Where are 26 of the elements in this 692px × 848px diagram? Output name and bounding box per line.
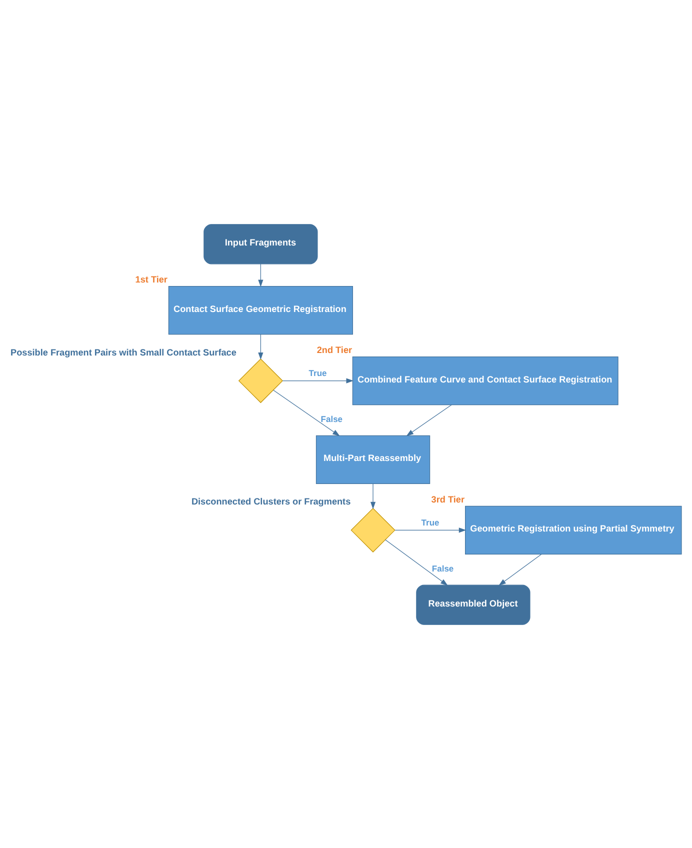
node-box: Geometric Registration using Partial Symmetry: [465, 505, 682, 554]
arrow: [258, 263, 264, 287]
node-label: Disconnected Clusters or Fragments: [191, 496, 351, 506]
node-label: 2nd Tier: [316, 344, 352, 355]
arrow: [394, 527, 466, 532]
edge-label: False: [432, 562, 454, 573]
arrow: [370, 482, 376, 509]
node-box: Multi-Part Reassembly: [316, 434, 430, 484]
arrow: [258, 334, 264, 360]
node-diamond: [350, 507, 396, 552]
node-box: Input Fragments: [204, 224, 318, 264]
node-label: 1st Tier: [135, 274, 168, 284]
edge-label: True: [421, 516, 440, 527]
node-box: Combined Feature Curve and Contact Surface Registration: [352, 356, 618, 405]
node-label: 3rd Tier: [431, 494, 465, 504]
edge-label: False: [320, 413, 343, 424]
arrow: [498, 553, 542, 586]
node-box: Reassembled Object: [416, 584, 530, 624]
arrow: [385, 538, 448, 586]
node-box: Contact Surface Geometric Registration: [168, 286, 353, 334]
edge-label: True: [308, 368, 327, 378]
node-diamond: [238, 358, 283, 403]
arrow: [273, 389, 340, 436]
arrow: [282, 378, 354, 383]
arrow: [406, 404, 452, 436]
node-label: Possible Fragment Pairs with Small Contact Surface: [10, 346, 236, 357]
